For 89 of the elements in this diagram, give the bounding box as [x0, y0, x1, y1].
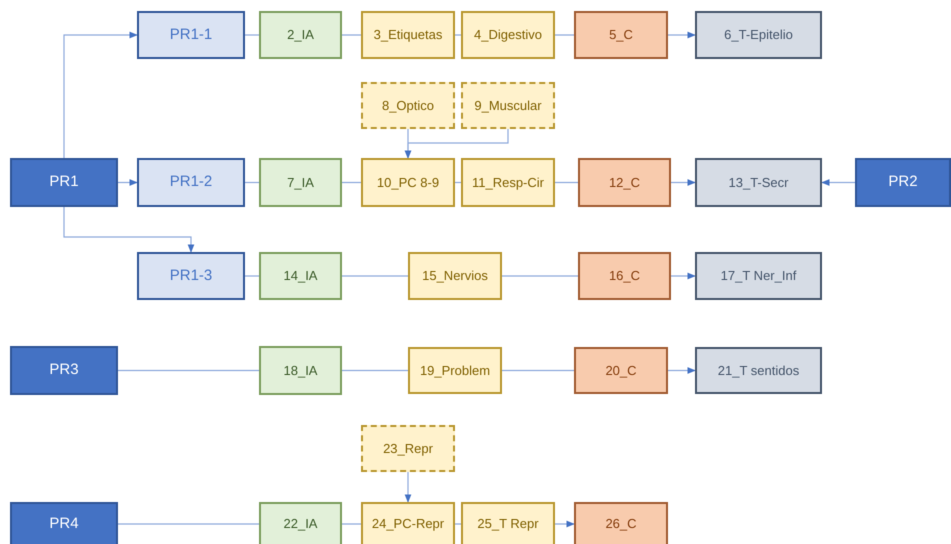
- connector-line: [245, 34, 259, 36]
- process-box: [137, 158, 245, 207]
- box-label: 10_PC 8-9: [376, 174, 440, 192]
- box-label: 14_IA: [284, 267, 318, 286]
- box-label: 3_Etiquetas: [374, 26, 442, 44]
- box-label: 2_IA: [287, 26, 314, 44]
- connector-line: [342, 523, 361, 525]
- connector-line: [342, 182, 361, 184]
- process-box: [10, 502, 118, 544]
- box-label: 18_IA: [284, 362, 318, 380]
- box-label: 11_Resp-Cir: [472, 174, 544, 192]
- box-label: PR1-3: [170, 266, 212, 286]
- connector-line: [342, 370, 408, 372]
- connector-line: [342, 275, 408, 277]
- box-label: 12_C: [608, 174, 640, 192]
- box-label: PR1: [49, 172, 79, 192]
- box-label: 19_Problem: [420, 362, 490, 380]
- process-box: [137, 11, 245, 59]
- connector-line: [342, 34, 361, 36]
- box-label: 22_IA: [284, 515, 318, 534]
- process-box: [855, 158, 951, 207]
- connector-line: [245, 275, 259, 277]
- arrow: [63, 207, 194, 253]
- process-box: [361, 11, 455, 59]
- box-label: 5_C: [609, 26, 633, 44]
- arrow: [63, 32, 138, 158]
- connector-line: [118, 370, 259, 372]
- process-box: [461, 11, 555, 59]
- dashed-box: [361, 82, 455, 129]
- process-box: [578, 158, 671, 207]
- process-box: [695, 252, 822, 300]
- connector-line: [555, 34, 574, 36]
- arrow: [404, 129, 509, 159]
- dashed-box: [361, 425, 455, 472]
- process-box: [695, 11, 822, 59]
- connector-line: [245, 182, 259, 184]
- box-label: 16_C: [608, 267, 640, 286]
- process-box: [578, 252, 671, 300]
- process-box: [259, 11, 342, 59]
- connector-line: [502, 275, 578, 277]
- process-box: [137, 252, 245, 300]
- box-label: 13_T-Secr: [728, 174, 788, 192]
- process-box: [259, 346, 342, 395]
- arrow: [671, 272, 696, 280]
- process-box: [461, 158, 555, 207]
- process-box: [361, 502, 455, 544]
- box-label: 24_PC-Repr: [372, 515, 444, 534]
- box-label: PR1-2: [170, 172, 212, 192]
- arrow: [668, 32, 696, 38]
- box-label: 26_C: [605, 515, 637, 534]
- box-label: PR2: [888, 172, 918, 192]
- process-box: [695, 158, 822, 207]
- process-box: [10, 346, 118, 395]
- process-box: [10, 158, 118, 207]
- process-box: [695, 347, 822, 394]
- arrow: [671, 179, 696, 186]
- process-box: [574, 502, 668, 544]
- box-label: 15_Nervios: [422, 267, 488, 286]
- process-box: [259, 252, 342, 300]
- connector-line: [555, 182, 578, 184]
- box-label: 4_Digestivo: [474, 26, 542, 44]
- process-box: [408, 347, 502, 394]
- box-label: PR3: [49, 360, 79, 380]
- box-label: 23_Repr: [383, 440, 433, 458]
- process-box: [574, 11, 668, 59]
- process-box: [259, 502, 342, 544]
- box-label: 9_Muscular: [474, 96, 542, 115]
- process-box: [574, 347, 668, 394]
- process-box: [461, 502, 555, 544]
- connector-line: [118, 523, 259, 525]
- connector-line: [502, 370, 574, 372]
- box-label: PR1-1: [170, 24, 212, 45]
- process-box: [408, 252, 502, 300]
- arrow: [668, 367, 696, 374]
- process-box: [361, 158, 455, 207]
- arrow: [555, 520, 575, 528]
- box-label: 7_IA: [287, 174, 314, 192]
- box-label: 17_T Ner_Inf: [720, 267, 796, 286]
- process-box: [259, 158, 342, 207]
- arrow: [404, 472, 412, 503]
- dashed-box: [461, 82, 555, 129]
- box-label: 21_T sentidos: [718, 362, 800, 380]
- box-label: 25_T Repr: [477, 515, 539, 534]
- arrow: [118, 179, 138, 186]
- arrow: [821, 179, 855, 186]
- box-label: PR4: [49, 514, 79, 534]
- box-label: 20_C: [605, 362, 637, 380]
- box-label: 8_Optico: [382, 96, 434, 115]
- box-label: 6_T-Epitelio: [724, 26, 793, 44]
